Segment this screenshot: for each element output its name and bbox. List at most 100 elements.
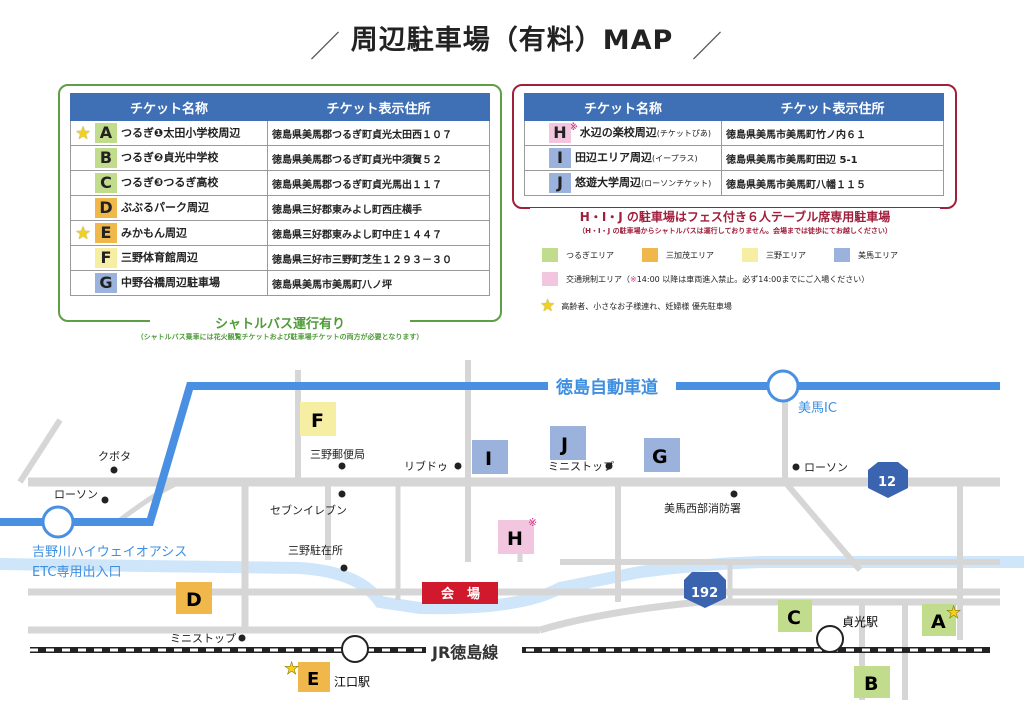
legend-restricted-mark: ※ bbox=[630, 274, 637, 284]
marker-d-box bbox=[176, 582, 212, 614]
legend-area-item: つるぎエリア bbox=[542, 248, 614, 262]
parking-letter-badge: F bbox=[95, 248, 117, 268]
legend-priority: ★ 高齢者、小さなお子様連れ、妊婦様 優先駐車場 bbox=[540, 296, 732, 316]
right-header-name: チケット名称 bbox=[524, 93, 722, 121]
left-name-cell: D ぶぶるパーク周辺 bbox=[70, 195, 268, 221]
landmark-dot bbox=[340, 564, 348, 572]
landmark-dot bbox=[110, 466, 118, 474]
parking-name: 悠遊大学周辺 bbox=[575, 176, 641, 189]
left-address-cell: 徳島県美馬市美馬町八ノ坪 bbox=[267, 270, 490, 296]
landmark-lawson-west: ローソン bbox=[54, 488, 98, 501]
marker-j-box bbox=[550, 426, 586, 460]
mima-ic-label: 美馬IC bbox=[798, 401, 837, 416]
landmark-lawson-east: ローソン bbox=[804, 461, 848, 474]
legend-swatch bbox=[834, 248, 850, 262]
left-header-name: チケット名称 bbox=[70, 93, 268, 121]
ticket-vendor: (チケットぴあ) bbox=[656, 129, 711, 138]
star-icon: ★ bbox=[946, 603, 961, 623]
left-address-cell: 徳島県美馬郡つるぎ町貞光中須賀５２ bbox=[267, 145, 490, 171]
oasis-label-2: ETC専用出入口 bbox=[32, 565, 121, 580]
ticket-vendor: (ローソンチケット) bbox=[641, 179, 712, 188]
route-12-label: 12 bbox=[878, 475, 896, 490]
eguchi-station-label: 江口駅 bbox=[334, 675, 370, 689]
route-12-shield bbox=[868, 462, 908, 498]
legend-restricted-swatch bbox=[542, 272, 558, 286]
parking-letter-badge: A bbox=[95, 123, 117, 143]
shuttle-note: シャトルバス運行有り bbox=[150, 313, 410, 332]
parking-name: みかもん周辺 bbox=[121, 226, 187, 239]
parking-name: つるぎ❷貞光中学校 bbox=[121, 151, 219, 164]
legend-area-label: 三野エリア bbox=[766, 250, 806, 260]
legend-area-label: つるぎエリア bbox=[566, 250, 614, 260]
parking-name: 水辺の楽校周辺 bbox=[579, 126, 657, 139]
star-icon: ★ bbox=[75, 122, 92, 144]
star-icon: ★ bbox=[540, 296, 556, 316]
highway-label: 徳島自動車道 bbox=[555, 377, 658, 398]
parking-letter-badge: D bbox=[95, 198, 117, 218]
legend-restricted: 交通規制エリア（※14:00 以降は車両進入禁止。必ず14:00までにご入場くだ… bbox=[542, 272, 869, 286]
right-address-cell: 徳島県美馬市美馬町八幡１１５ bbox=[721, 170, 944, 196]
landmark-dot bbox=[730, 490, 738, 498]
left-address-cell: 徳島県美馬郡つるぎ町貞光馬出１１７ bbox=[267, 170, 490, 196]
left-address-cell: 徳島県三好郡東みよし町西庄横手 bbox=[267, 195, 490, 221]
parking-letter-badge: H bbox=[549, 123, 571, 143]
marker-g: G bbox=[652, 446, 668, 468]
marker-e: E bbox=[307, 669, 319, 690]
eguchi-station bbox=[341, 635, 369, 663]
landmark-dot bbox=[454, 462, 462, 470]
marker-i: I bbox=[485, 448, 492, 470]
legend-areas: つるぎエリア 三加茂エリア 三野エリア 美馬エリア bbox=[542, 248, 926, 262]
ticket-vendor: (イープラス) bbox=[652, 154, 698, 163]
marker-d: D bbox=[186, 589, 202, 611]
legend-area-label: 美馬エリア bbox=[858, 250, 898, 260]
landmark-dot bbox=[605, 462, 613, 470]
landmark-seven-eleven: セブンイレブン bbox=[270, 503, 347, 517]
sadamitsu-station-label: 貞光駅 bbox=[842, 615, 878, 629]
left-header-address: チケット表示住所 bbox=[267, 93, 490, 121]
left-row: D ぶぶるパーク周辺 徳島県三好郡東みよし町西庄横手 bbox=[70, 195, 490, 221]
rail-label-bg bbox=[426, 640, 522, 662]
landmark-dot bbox=[101, 496, 109, 504]
landmark-police-box: 三野駐在所 bbox=[288, 543, 343, 557]
area-map: 徳島自動車道 美馬IC 吉野川ハイウェイオアシス ETC専用出入口 JR徳島線 … bbox=[0, 360, 1024, 700]
parking-letter-badge: I bbox=[549, 148, 571, 168]
parking-letter-badge: J bbox=[549, 173, 571, 193]
hij-note: H・I・J の駐車場はフェス付き６人テーブル席専用駐車場 bbox=[530, 208, 940, 225]
right-row: J 悠遊大学周辺(ローソンチケット) 徳島県美馬市美馬町八幡１１５ bbox=[524, 170, 944, 196]
landmark-ministop-west: ミニストップ bbox=[170, 632, 236, 645]
shuttle-note-sub: （シャトルバス乗車には花火観覧チケットおよび駐車場チケットの両方が必要となります… bbox=[136, 333, 424, 341]
landmark-livedo: リブドゥ bbox=[404, 459, 448, 473]
rail-label: JR徳島線 bbox=[431, 643, 498, 662]
oasis-label-1: 吉野川ハイウェイオアシス bbox=[32, 545, 187, 560]
right-name-cell: J 悠遊大学周辺(ローソンチケット) bbox=[524, 170, 722, 196]
venue bbox=[422, 582, 498, 604]
landmark-dot bbox=[238, 634, 246, 642]
parking-name: ぶぶるパーク周辺 bbox=[121, 201, 209, 214]
river bbox=[0, 556, 1024, 615]
landmark-dot bbox=[792, 463, 800, 471]
legend-area-label: 三加茂エリア bbox=[666, 250, 714, 260]
marker-a: A bbox=[931, 611, 946, 633]
title-slash-right: ／ bbox=[692, 30, 722, 65]
marker-c-box bbox=[778, 600, 812, 632]
restricted-mark: ※ bbox=[569, 123, 578, 133]
marker-i-box bbox=[472, 440, 508, 474]
marker-f: F bbox=[311, 410, 324, 432]
left-address-cell: 徳島県三好郡東みよし町中庄１４４７ bbox=[267, 220, 490, 246]
marker-h-mark: ※ bbox=[528, 516, 537, 529]
star-icon: ★ bbox=[75, 222, 92, 244]
landmarks: クボタ ローソン 三野郵便局 セブンイレブン 三野駐在所 リブドゥ ミニストップ… bbox=[54, 448, 848, 645]
marker-h-box bbox=[498, 520, 534, 554]
parking-name: 中野谷橋周辺駐車場 bbox=[121, 276, 220, 289]
legend-swatch bbox=[642, 248, 658, 262]
